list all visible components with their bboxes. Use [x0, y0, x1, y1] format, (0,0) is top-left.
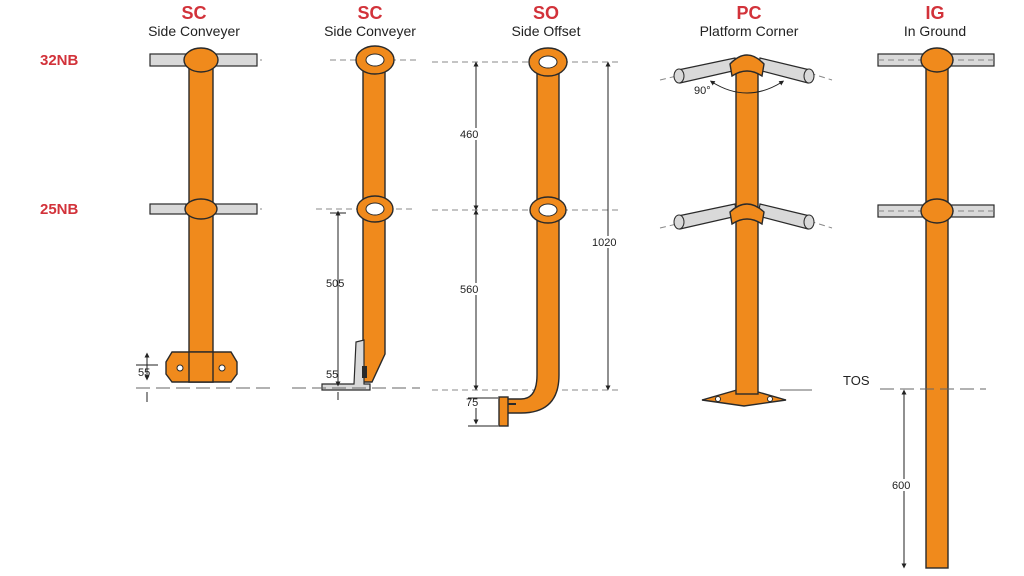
rail-tube: [757, 203, 811, 230]
dim-ig-depth: 600: [892, 480, 910, 492]
rail-tube: [149, 53, 187, 67]
pc-post: 90°: [659, 54, 833, 407]
header-so: SO Side Offset: [461, 4, 631, 40]
angle-arc: [709, 80, 785, 94]
rail-end: [803, 68, 815, 84]
dim-so-foot: 75: [466, 397, 478, 409]
post-tube: [505, 61, 560, 414]
header-pc: PC Platform Corner: [664, 4, 834, 40]
rail-tube: [677, 203, 738, 230]
rail-bore: [538, 55, 558, 69]
rail-fitting: [920, 47, 954, 73]
post-tube: [735, 61, 759, 395]
column-code: SC: [181, 3, 207, 23]
column-code: SC: [357, 3, 383, 23]
column-code: IG: [925, 3, 945, 23]
dim-so-upper: 460: [460, 129, 478, 141]
angle-bracket: [321, 339, 371, 391]
post-tube: [188, 351, 214, 383]
so-post: 460 560 1020 75: [432, 47, 624, 427]
column-name: Side Conveyer: [324, 23, 416, 39]
rail-end: [673, 214, 685, 230]
rail-bore: [538, 203, 558, 217]
dim-so-total: 1020: [592, 237, 616, 249]
rail-end: [803, 214, 815, 230]
bolt-hole: [176, 364, 184, 372]
rail-tube: [757, 57, 811, 84]
bolt-hole: [767, 396, 773, 402]
dim-label-bg: [458, 283, 486, 295]
sc-post-1: 55: [136, 47, 272, 402]
post-tube: [188, 59, 214, 383]
column-name: Platform Corner: [699, 23, 799, 39]
header-ig: IG In Ground: [850, 4, 1020, 40]
bracket-bolt: [362, 366, 367, 378]
label-tos: TOS: [843, 373, 870, 388]
column-name: Side Offset: [511, 23, 581, 39]
dim-sc2-base: 55: [326, 369, 338, 381]
bolt-hole: [218, 364, 226, 372]
rail-bore: [365, 53, 385, 67]
header-sc-1: SC Side Conveyer: [109, 4, 279, 40]
dim-sc2-height: 505: [326, 278, 344, 290]
rail-tube: [677, 57, 738, 84]
dim-sc1-base: 55: [138, 367, 150, 379]
header-sc-2: SC Side Conveyer: [285, 4, 455, 40]
dim-label-bg: [590, 236, 624, 248]
column-name: In Ground: [903, 23, 967, 39]
rail-bore: [365, 202, 385, 216]
sc-post-2: 505 55: [292, 45, 420, 400]
post-tube: [925, 59, 949, 569]
ig-post: TOS 600: [843, 47, 995, 569]
rail-tube: [214, 203, 258, 215]
corner-fitting: [729, 203, 765, 226]
dim-label-bg: [890, 479, 918, 491]
rail-end: [673, 68, 685, 84]
rail-fitting: [920, 198, 954, 224]
rail-fitting: [184, 198, 218, 220]
rail-size-top: 32NB: [40, 52, 79, 69]
dim-so-lower: 560: [460, 284, 478, 296]
bolt-hole: [715, 396, 721, 402]
column-name: Side Conveyer: [148, 23, 240, 39]
foot-plate: [498, 396, 509, 427]
rail-tube: [149, 203, 187, 215]
rail-size-mid: 25NB: [40, 201, 79, 218]
column-code: PC: [736, 3, 762, 23]
rail-fitting: [183, 47, 219, 73]
base-plate: [701, 387, 787, 407]
dim-label-bg: [458, 128, 486, 140]
dim-pc-angle: 90°: [694, 85, 711, 97]
column-code: SO: [532, 3, 559, 23]
corner-fitting: [729, 54, 765, 78]
rail-tube: [214, 53, 258, 67]
